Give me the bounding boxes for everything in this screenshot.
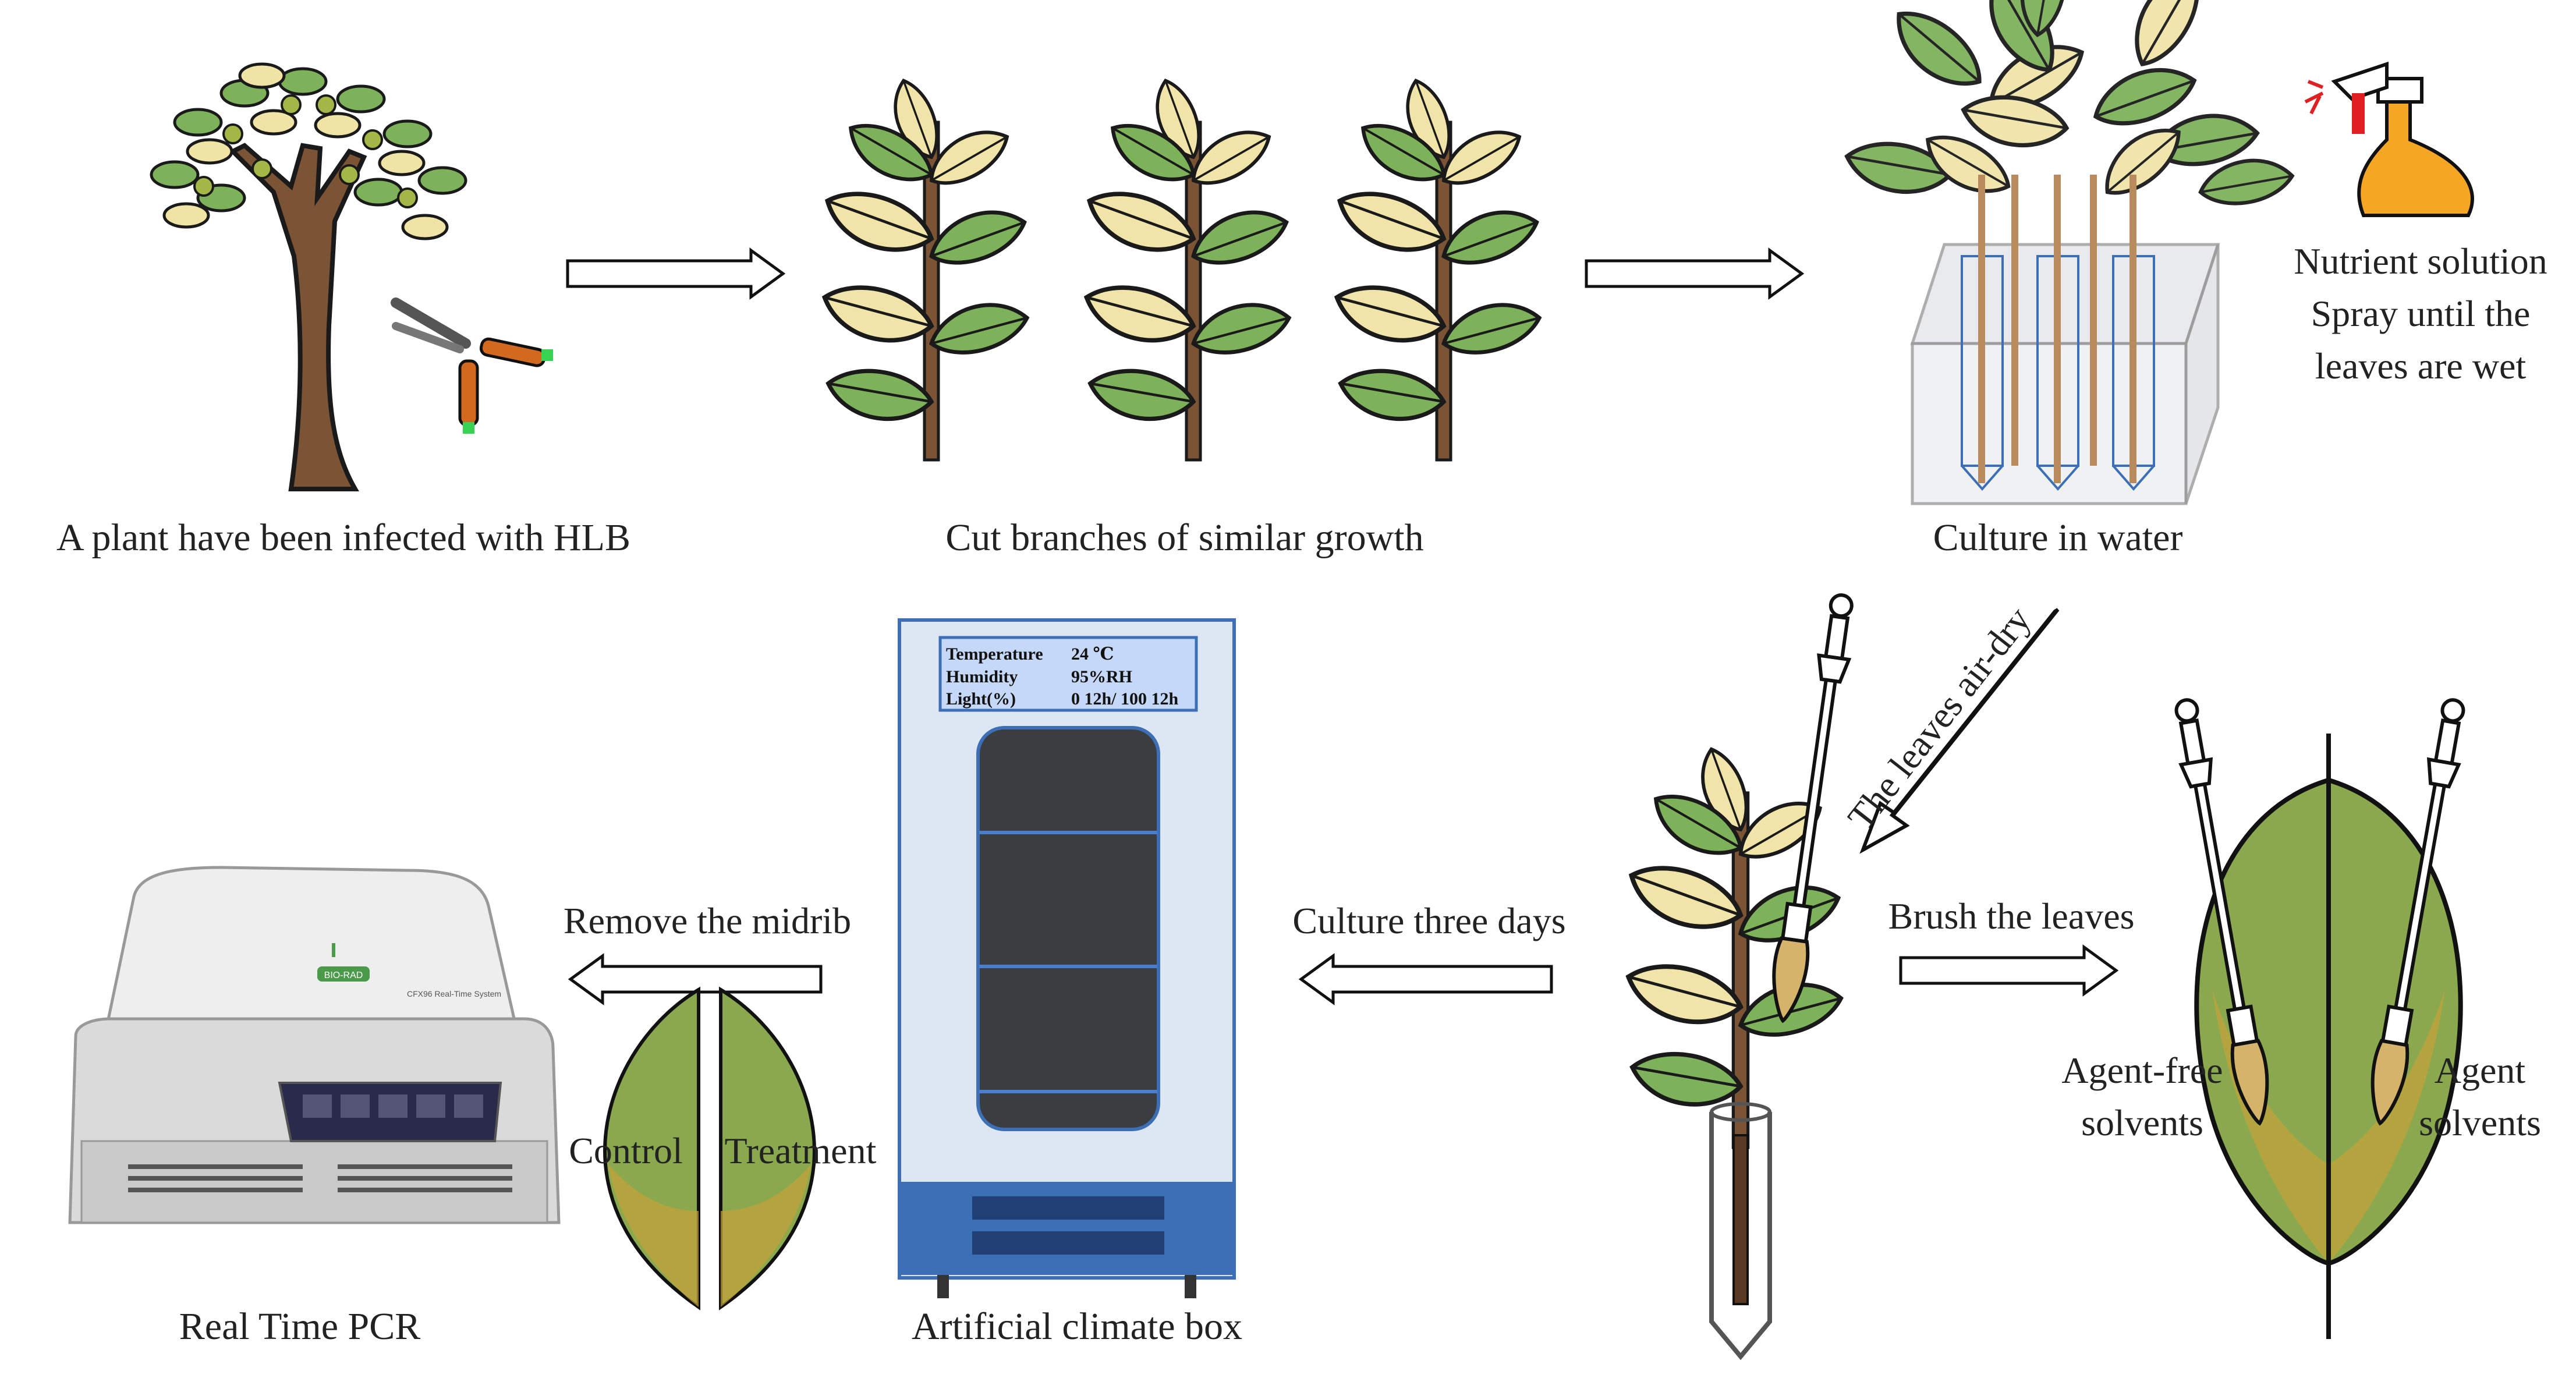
label-agent-free-2: solvents	[2081, 1102, 2203, 1143]
climate-light-value: 0 12h/ 100 12h	[1071, 689, 1179, 709]
climate-temp-label: Temperature	[946, 644, 1043, 664]
label-remove-midrib: Remove the midrib	[564, 900, 851, 941]
label-control: Control	[569, 1130, 683, 1171]
climate-humidity-value: 95%RH	[1071, 667, 1132, 686]
label-treatment: Treatment	[725, 1130, 877, 1171]
label-pcr: Real Time PCR	[179, 1305, 420, 1348]
spray-bottle-icon	[2304, 61, 2474, 217]
pcr-model: CFX96 Real-Time System	[407, 989, 501, 998]
arrow-left-1	[1298, 953, 1553, 1005]
label-cut-branches: Cut branches of similar growth	[945, 516, 1423, 559]
label-culture-three-days: Culture three days	[1292, 900, 1565, 941]
single-branch-in-tube	[1621, 743, 1847, 1361]
label-nutrient-1: Nutrient solution	[2294, 240, 2547, 282]
pcr-brand: BIO-RAD	[324, 970, 363, 980]
label-agent-1: Agent	[2435, 1050, 2526, 1091]
climate-light-label: Light(%)	[946, 689, 1016, 709]
label-air-dry: The leaves air-dry	[1840, 599, 2039, 838]
arrow-right-3	[1899, 944, 2119, 997]
arrow-right-1	[566, 247, 786, 300]
water-culture-illustration	[1842, 0, 2295, 505]
infected-tree-illustration	[150, 62, 467, 491]
pruning-shears-icon	[391, 297, 553, 434]
climate-humidity-label: Humidity	[946, 667, 1018, 686]
label-climate-box: Artificial climate box	[912, 1305, 1242, 1348]
label-brush: Brush the leaves	[1888, 895, 2135, 937]
arrow-air-dry	[1859, 608, 2060, 854]
label-culture-water: Culture in water	[1933, 516, 2183, 559]
label-agent-2: solvents	[2419, 1102, 2541, 1143]
climate-display-panel	[938, 636, 1198, 712]
label-nutrient-3: leaves are wet	[2315, 345, 2527, 387]
climate-temp-value: 24 ℃	[1071, 644, 1114, 664]
split-leaf-illustration	[2194, 734, 2463, 1339]
pcr-machine	[68, 866, 561, 1224]
control-treatment-leaves	[603, 986, 816, 1310]
label-nutrient-2: Spray until the	[2311, 293, 2531, 334]
climate-box-door	[976, 726, 1160, 1131]
cut-branches-illustration	[817, 75, 1544, 460]
label-infected-plant: A plant have been infected with HLB	[56, 516, 630, 559]
arrow-left-2	[568, 953, 823, 1005]
climate-box	[898, 618, 1236, 1298]
arrow-right-2	[1585, 247, 1805, 300]
label-agent-free-1: Agent-free	[2061, 1050, 2223, 1091]
